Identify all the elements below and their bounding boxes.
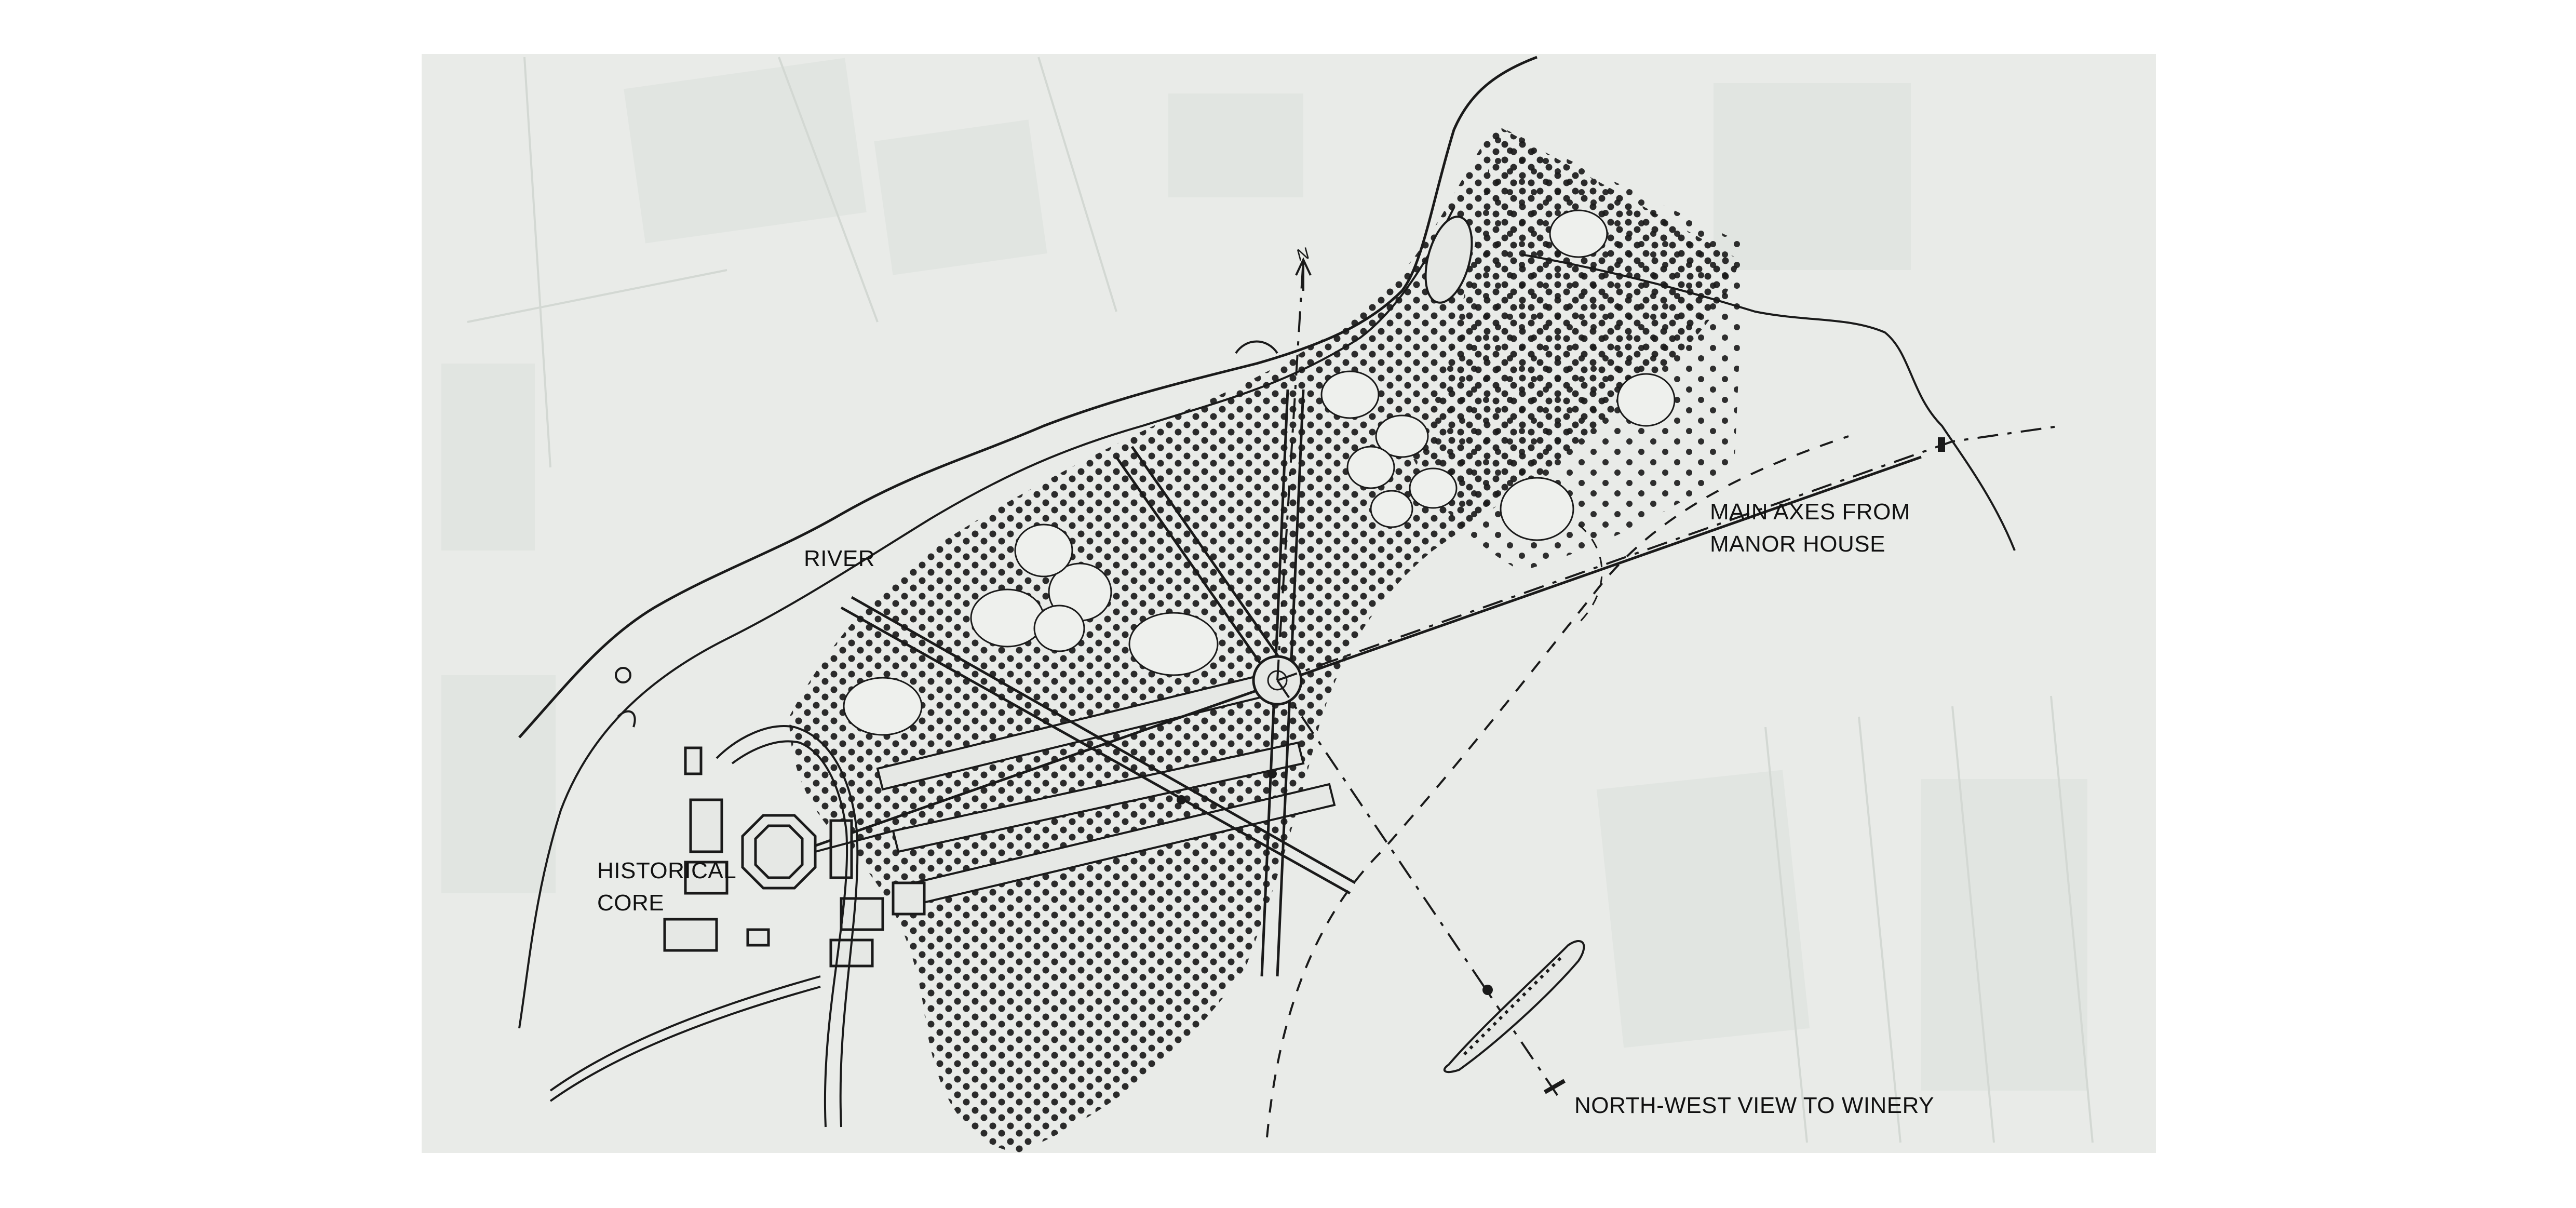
label-main-axes-line2: MANOR HOUSE [1710, 531, 1885, 557]
label-main-axes: MAIN AXES FROM MANOR HOUSE [1710, 496, 1910, 560]
label-historical-core-line1: HISTORICAL [597, 858, 737, 883]
north-arrow-icon [1295, 257, 1312, 291]
label-northwest-view-text: NORTH-WEST VIEW TO WINERY [1574, 1093, 1934, 1118]
river-bank-north [518, 56, 1537, 739]
label-historical-core: HISTORICAL CORE [597, 855, 736, 919]
label-river: RIVER [804, 543, 875, 575]
north-marker-label: N [1294, 244, 1311, 265]
label-northwest-view: NORTH-WEST VIEW TO WINERY [1574, 1090, 1934, 1122]
avenues [768, 389, 1922, 977]
river-island [1424, 216, 1473, 304]
label-river-text: RIVER [804, 546, 875, 571]
historical-core-buildings [663, 746, 926, 968]
estate-boundary-dashed [1266, 435, 1849, 1138]
aerial-field-parcels [441, 58, 2087, 1091]
garden-clearings [843, 209, 1676, 736]
label-main-axes-line1: MAIN AXES FROM [1710, 499, 1910, 525]
main-axes-lines [1276, 259, 2062, 1097]
shoreline-details [615, 340, 1278, 728]
access-roads [549, 725, 894, 1128]
label-historical-core-line2: CORE [597, 890, 665, 916]
eastern-orchard-dots [1412, 125, 1745, 571]
aerial-field-lines [467, 57, 2094, 1143]
view-line-markers [1177, 437, 1945, 1094]
